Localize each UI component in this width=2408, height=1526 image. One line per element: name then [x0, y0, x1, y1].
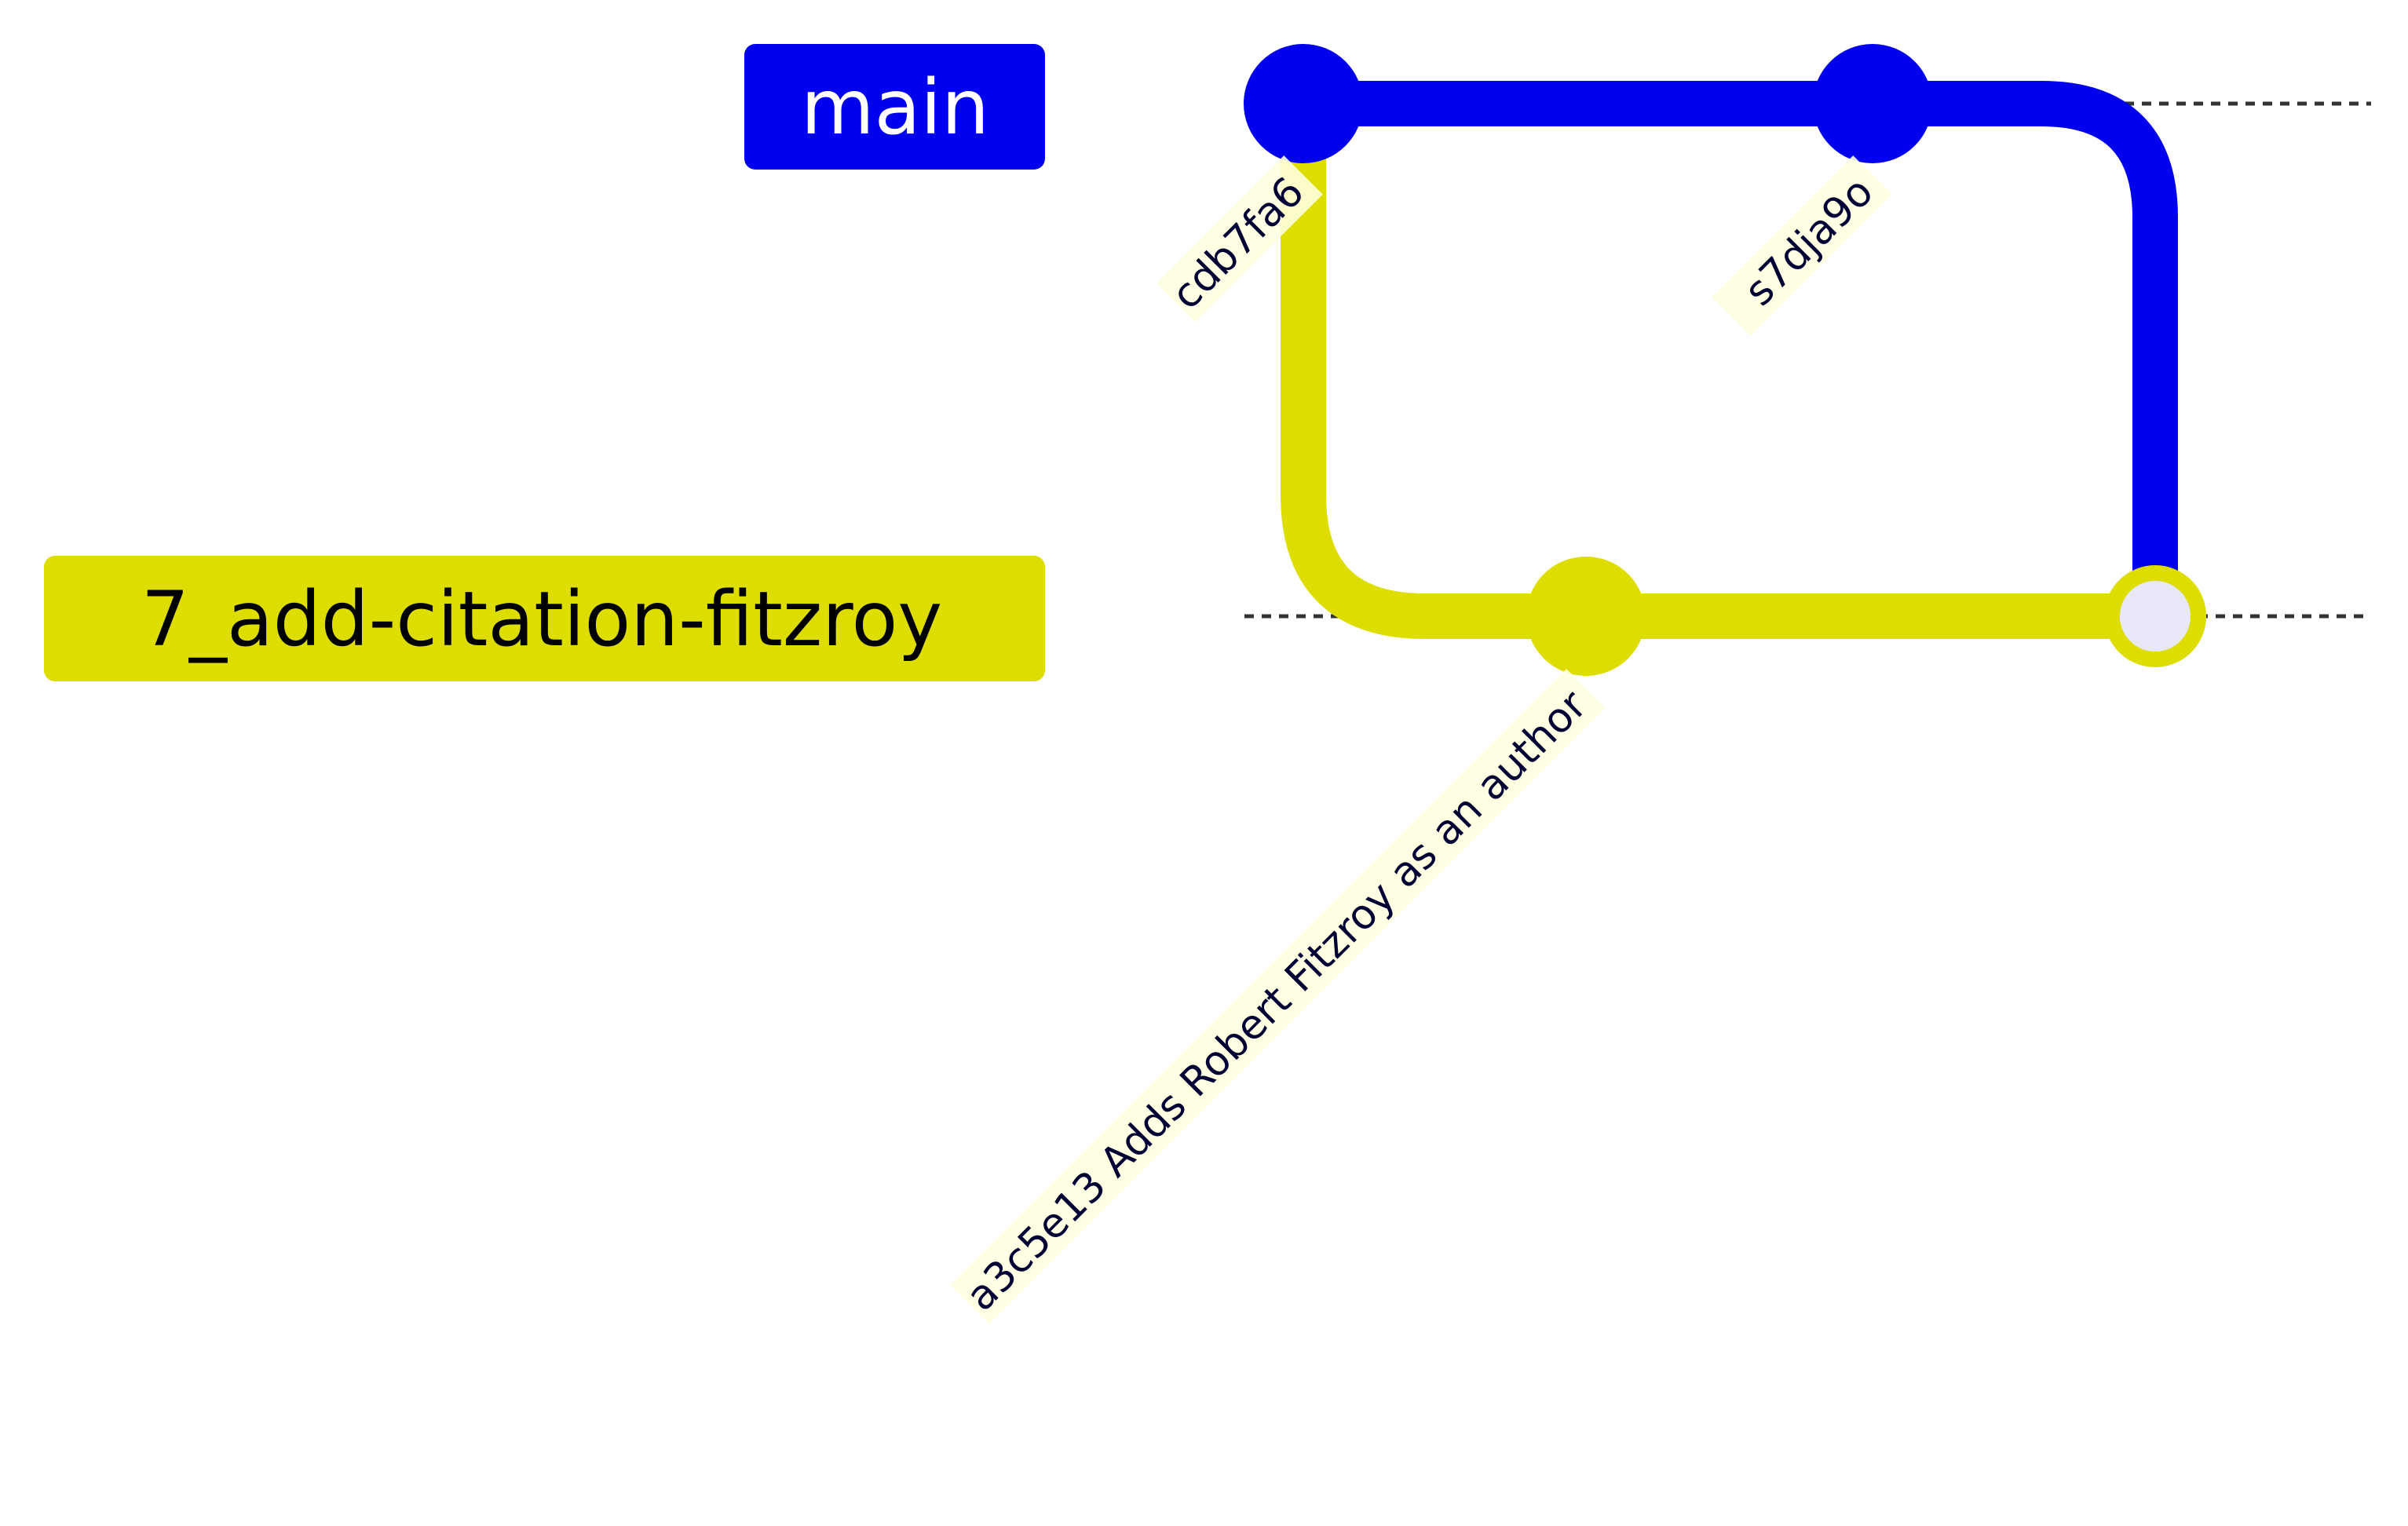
- commit-label-a3c5e13-text: a3c5e13 Adds Robert Fitzroy as an author: [957, 681, 1596, 1320]
- branch-label-main: main: [744, 44, 1045, 170]
- branch-label-feature-text: 7_add-citation-fitzroy: [141, 575, 942, 663]
- commit-node-s7dja9o: [1813, 44, 1932, 163]
- main-branch-path: [1303, 81, 2178, 616]
- commit-label-s7dja9o: s7dja9o: [1711, 155, 1892, 336]
- commit-label-s7dja9o-bg: [1711, 155, 1892, 336]
- commit-label-a3c5e13-bg: [950, 669, 1606, 1324]
- branch-label-main-text: main: [801, 64, 989, 152]
- commit-label-cdb7fa6-bg: [1156, 155, 1323, 323]
- commit-label-a3c5e13: a3c5e13 Adds Robert Fitzroy as an author: [950, 669, 1606, 1324]
- branch-label-main-bg: [744, 44, 1045, 170]
- branch-label-feature: 7_add-citation-fitzroy: [44, 556, 1045, 681]
- commit-node-a3c5e13: [1526, 557, 1646, 676]
- feature-branch-path: [1281, 104, 2155, 639]
- commit-label-s7dja9o-text: s7dja9o: [1736, 168, 1883, 315]
- commit-node-merge: [2104, 565, 2206, 667]
- branch-label-feature-bg: [44, 556, 1045, 681]
- commit-node-cdb7fa6: [1244, 44, 1363, 163]
